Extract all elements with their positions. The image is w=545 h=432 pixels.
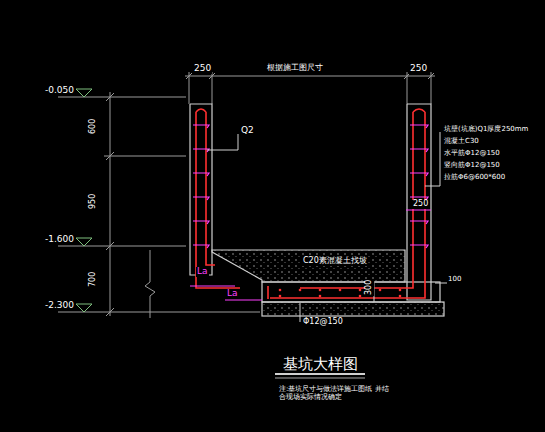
drawing-label: 250 [409, 64, 428, 74]
tie-bar [193, 245, 209, 248]
drawing-title: 基坑大样图 [282, 356, 359, 373]
tie-bar [193, 173, 209, 176]
tie-bar [410, 173, 428, 176]
drawing-label: La [226, 289, 239, 299]
drawing-label: C20素混凝土找坡 [302, 257, 368, 266]
drawing-label: 根据施工图尺寸 [266, 64, 324, 73]
drawing-label: -0.050 [44, 86, 75, 96]
tie-bar [193, 149, 209, 152]
tie-bar [193, 125, 209, 128]
drawing-label: Q2 [240, 126, 255, 136]
drawing-label: 700 [90, 270, 99, 287]
drawing-label: 水平筋Φ12@150 [443, 150, 501, 158]
tie-bar [193, 221, 209, 224]
tie-bar [193, 197, 209, 200]
drawing-label: La [196, 267, 209, 277]
drawing-label: 600 [90, 117, 99, 134]
tie-bar [410, 149, 428, 152]
drawing-label: 坑壁(坑底)Q1厚度250mm [443, 126, 529, 134]
tie-bar [410, 245, 428, 248]
drawing-label: 250 [193, 64, 212, 74]
drawing-label: 950 [90, 192, 99, 209]
tie-bar [410, 125, 428, 128]
drawing-label: 竖向筋Φ12@150 [443, 162, 501, 170]
drawing-label: Φ12@150 [302, 318, 344, 327]
drawing-note: 注:基坑尺寸与做法详施工图纸 并结合现场实际情况确定 [278, 386, 390, 401]
drawing-label: 300 [366, 278, 375, 295]
tie-bar [410, 221, 428, 224]
drawing-label: 混凝土C30 [443, 138, 480, 146]
drawing-label: 拉筋Φ6@600*600 [443, 174, 506, 182]
drawing-label: 250 [412, 200, 429, 209]
drawing-label: 100 [447, 276, 462, 284]
drawing-label: -2.300 [44, 301, 75, 311]
drawing-label: -1.600 [44, 235, 75, 245]
